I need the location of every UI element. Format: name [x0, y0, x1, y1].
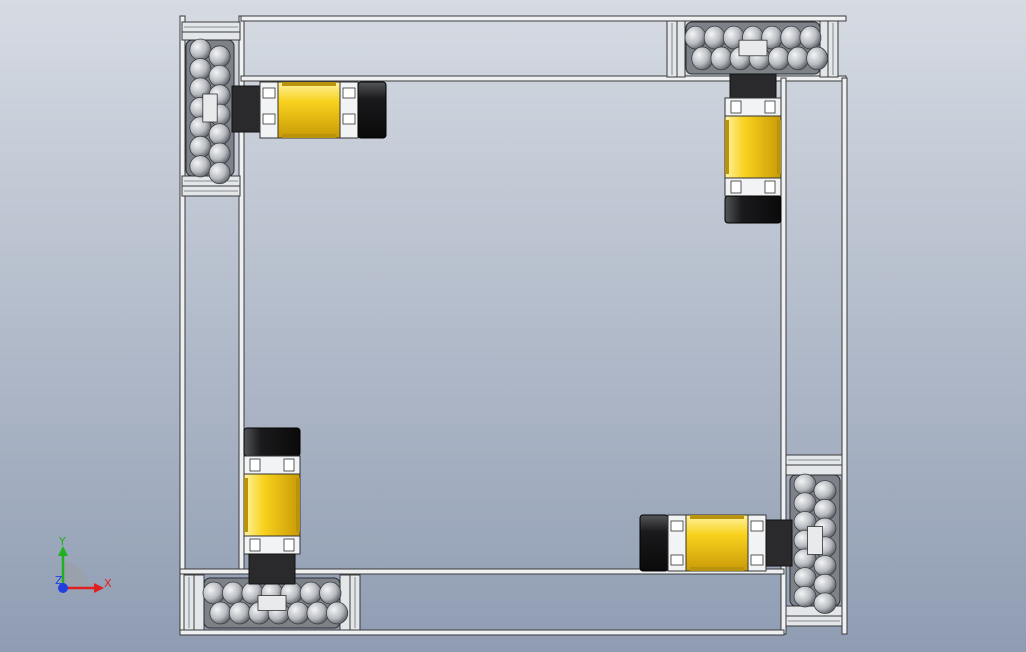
- wheel-roller: [287, 601, 310, 625]
- omni-wheel-top-right[interactable]: [684, 21, 829, 75]
- wheel-roller: [793, 567, 817, 589]
- wheel-roller: [703, 25, 726, 50]
- chassis-frame[interactable]: [179, 15, 848, 636]
- gear-motor-bottom-right[interactable]: [639, 514, 793, 572]
- triad-xy-plane: [63, 562, 89, 588]
- motor-can: [724, 195, 782, 224]
- wheel-roller: [813, 555, 837, 577]
- bracket-bottom-right-top2: [785, 464, 843, 476]
- wheel-roller: [813, 592, 837, 614]
- wheel-roller: [202, 581, 225, 605]
- omni-wheel-top-left[interactable]: [185, 38, 235, 185]
- wheel-roller: [691, 46, 714, 71]
- wheel-roller: [787, 46, 809, 71]
- frame-right-rail[interactable]: [841, 77, 848, 635]
- bracket-top-left-top2: [181, 31, 241, 41]
- motor-gearbox: [243, 473, 301, 537]
- wheel-roller: [208, 142, 231, 165]
- wheel-roller: [306, 601, 329, 625]
- wheel-roller: [326, 601, 349, 625]
- wheel-roller: [189, 155, 212, 178]
- wheel-hub-cap: [807, 526, 823, 555]
- motor-can: [639, 514, 669, 572]
- motor-can: [357, 81, 387, 139]
- wheel-roller: [780, 25, 803, 50]
- wheel-roller: [813, 498, 837, 521]
- motor-can: [243, 427, 301, 457]
- motor-gearbox: [724, 115, 782, 179]
- wheel-roller: [710, 46, 733, 71]
- omni-wheel-bottom-left[interactable]: [202, 577, 349, 629]
- motor-gearbox: [277, 81, 341, 139]
- wheel-roller: [684, 25, 707, 50]
- wheel-roller: [799, 25, 822, 50]
- motor-shaft-coupler: [248, 553, 296, 585]
- wheel-roller: [319, 581, 342, 605]
- wheel-roller: [793, 492, 817, 514]
- gear-motor-top-right[interactable]: [724, 73, 782, 224]
- triad-y-arrowhead: [58, 546, 68, 556]
- gear-motor-top-left[interactable]: [231, 81, 387, 139]
- motor-shaft-coupler: [765, 519, 793, 567]
- omni-wheel-bottom-right[interactable]: [789, 473, 841, 614]
- triad-x-arrowhead: [94, 583, 104, 593]
- triad-x-label: X: [104, 577, 112, 590]
- triad-z-label: Z: [55, 574, 63, 587]
- wheel-roller: [189, 135, 212, 158]
- wheel-roller: [208, 123, 231, 146]
- triad-z-axis: [58, 583, 68, 593]
- gear-motor-bottom-left[interactable]: [243, 427, 301, 585]
- wheel-hub-cap: [257, 595, 287, 611]
- motor-shaft-coupler: [729, 73, 777, 99]
- wheel-hub-cap: [202, 93, 218, 123]
- wheel-roller: [767, 46, 790, 71]
- bracket-top-right-left2: [676, 20, 686, 78]
- frame-top-rail[interactable]: [240, 15, 847, 22]
- frame-bottom-inner-rail[interactable]: [179, 568, 785, 575]
- wheel-roller: [189, 38, 212, 61]
- wheel-roller: [793, 473, 817, 496]
- wheel-roller: [228, 601, 252, 625]
- wheel-roller: [299, 581, 322, 605]
- wheel-roller: [208, 45, 231, 68]
- motor-shaft-coupler: [231, 85, 261, 133]
- wheel-roller: [208, 161, 231, 185]
- bracket-slot-lines: [184, 23, 840, 628]
- wheel-roller: [208, 64, 231, 88]
- bracket-bottom-left-left2: [193, 574, 205, 631]
- wheel-roller: [222, 581, 245, 605]
- motor-gearbox: [685, 514, 749, 572]
- wheel-roller: [209, 601, 232, 625]
- wheel-roller: [793, 585, 817, 608]
- coordinate-triad[interactable]: X Y Z: [55, 535, 112, 593]
- wheel-hub-cap: [738, 39, 768, 57]
- wheel-roller: [813, 573, 837, 596]
- frame-bottom-rail[interactable]: [179, 629, 785, 636]
- wheel-roller: [806, 46, 829, 71]
- wheel-roller: [813, 480, 837, 502]
- frame-left-rail[interactable]: [179, 15, 186, 635]
- wheel-roller: [189, 58, 212, 81]
- triad-y-label: Y: [58, 535, 66, 548]
